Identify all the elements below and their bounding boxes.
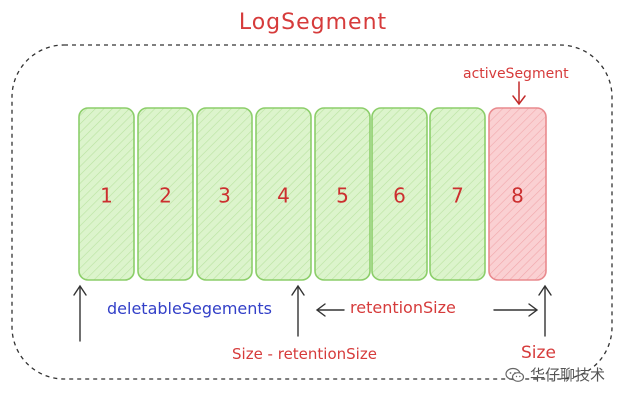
active-segment-label: activeSegment: [463, 66, 569, 82]
log-segment-title: LogSegment: [238, 10, 388, 35]
segment-8-active: 8: [488, 107, 547, 281]
segment-1: 1: [78, 107, 135, 281]
watermark-text: 华仔聊技术: [530, 366, 606, 384]
size-minus-retention-arrow: [291, 284, 305, 337]
segment-2-label: 2: [159, 184, 172, 208]
size-minus-retention-label: Size - retentionSize: [232, 345, 377, 363]
segment-6-label: 6: [393, 184, 406, 208]
wechat-icon: [505, 367, 525, 382]
segment-5-label: 5: [336, 184, 349, 208]
size-label: Size: [521, 343, 556, 363]
segment-1-label: 1: [100, 184, 113, 208]
segment-7: 7: [429, 107, 486, 281]
segment-8-label: 8: [511, 184, 524, 208]
deletable-segments-label: deletableSegements: [107, 299, 272, 318]
segment-3: 3: [196, 107, 253, 281]
deletable-start-arrow: [73, 284, 87, 342]
retention-size-label: retentionSize: [350, 298, 456, 317]
segment-7-label: 7: [451, 184, 464, 208]
log-segment-container: [11, 44, 613, 380]
segment-2: 2: [137, 107, 194, 281]
segment-3-label: 3: [218, 184, 231, 208]
segment-4: 4: [255, 107, 312, 281]
size-arrow: [538, 284, 552, 337]
watermark: 华仔聊技术: [505, 364, 605, 385]
active-segment-arrow: [512, 81, 526, 106]
segment-4-label: 4: [277, 184, 290, 208]
retention-size-double-arrow: [315, 303, 539, 317]
segment-6: 6: [371, 107, 428, 281]
segment-5: 5: [314, 107, 371, 281]
